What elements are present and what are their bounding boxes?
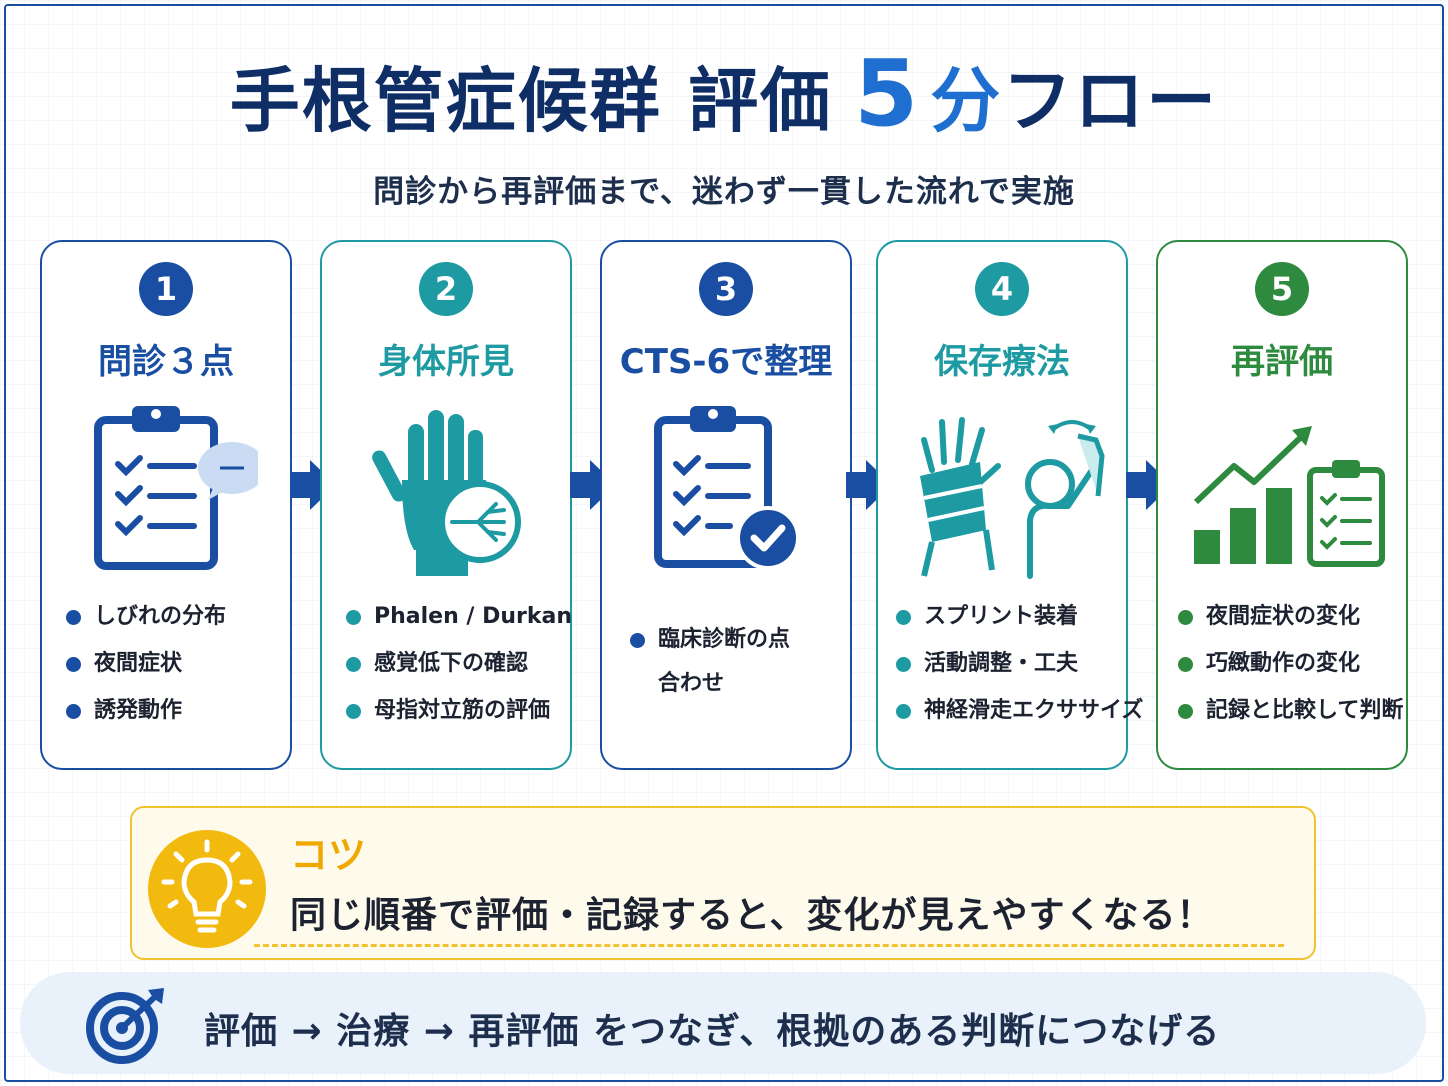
bullet-dot (896, 657, 911, 672)
title-tail: フロー (1002, 60, 1219, 142)
step-card-3: 3 CTS-6で整理 臨床診断の点合わせ (600, 240, 852, 770)
step-number-badge: 2 (419, 262, 473, 316)
summary-text: 評価 → 治療 → 再評価 をつなぎ、根拠のある判断につなげる (204, 1011, 1221, 1052)
title-main: 手根管症候群 評価 (229, 60, 833, 142)
bullet-item: 活動調整・工夫 (896, 649, 1143, 696)
bullet-item: スプリント装着 (896, 602, 1143, 649)
step-card-5: 5 再評価 夜間症状の変化 巧緻動作の変化 記録と比較して判断 (1156, 240, 1408, 770)
bullet-dot (896, 704, 911, 719)
bullet-item: 母指対立筋の評価 (346, 696, 572, 743)
bullet-item: 神経滑走エクササイズ (896, 696, 1143, 743)
bullet-item: しびれの分布 (66, 602, 226, 649)
tip-box: コツ 同じ順番で評価・記録すると、変化が見えやすくなる！ (130, 806, 1316, 960)
bullet-dot (66, 704, 81, 719)
step-bullet-list: Phalen / Durkan 感覚低下の確認 母指対立筋の評価 (346, 602, 572, 743)
bullet-item: 巧緻動作の変化 (1178, 649, 1403, 696)
bullet-dot (1178, 657, 1193, 672)
step-card-2: 2 身体所見 Phalen / Durkan 感覚低下の (320, 240, 572, 770)
summary-banner: 評価 → 治療 → 再評価 をつなぎ、根拠のある判断につなげる (20, 972, 1426, 1074)
clipboard-check-icon (638, 400, 818, 580)
flow-arrow-icon (570, 460, 616, 510)
step-card-4: 4 保存療法 スプリント装着 活動調整・工夫 神経滑走エクササイズ (876, 240, 1143, 770)
flow-arrow-icon (846, 460, 892, 510)
target-icon (86, 986, 170, 1064)
hand-nerve-icon (358, 400, 538, 580)
flow-arrow-icon (1126, 460, 1172, 510)
bullet-dot (346, 610, 361, 625)
step-title: 再評価 (1231, 342, 1333, 382)
step-title: 保存療法 (934, 342, 1070, 382)
step-title: CTS-6で整理 (619, 342, 833, 382)
bullet-dot (896, 610, 911, 625)
growth-chart-icon (1188, 400, 1388, 580)
step-number-badge: 5 (1255, 262, 1309, 316)
step-card-1: 1 問診３点 しびれの分布 夜間症状 誘発動作 (40, 240, 292, 770)
bullet-dot (66, 610, 81, 625)
bullet-item: Phalen / Durkan (346, 602, 572, 649)
bullet-dot (630, 633, 645, 648)
bullet-dot (346, 657, 361, 672)
tip-text: 同じ順番で評価・記録すると、変化が見えやすくなる！ (290, 895, 1214, 936)
flow-arrow-icon (290, 460, 336, 510)
step-bullet-list: しびれの分布 夜間症状 誘発動作 (66, 602, 226, 743)
bullet-dot (346, 704, 361, 719)
bullet-item: 感覚低下の確認 (346, 649, 572, 696)
title-unit: 分 (930, 60, 1003, 142)
step-bullet-list: 夜間症状の変化 巧緻動作の変化 記録と比較して判断 (1178, 602, 1403, 743)
page-subtitle: 問診から再評価まで、迷わず一貫した流れで実施 (373, 174, 1075, 210)
step-number-badge: 3 (699, 262, 753, 316)
step-bullet-list: スプリント装着 活動調整・工夫 神経滑走エクササイズ (896, 602, 1143, 743)
title-number: 5 (854, 40, 921, 147)
bullet-item: 夜間症状の変化 (1178, 602, 1403, 649)
page-frame (4, 4, 1444, 1082)
bullet-dot (1178, 610, 1193, 625)
step-title: 身体所見 (378, 342, 514, 382)
bullet-dot (66, 657, 81, 672)
bullet-item: 記録と比較して判断 (1178, 696, 1403, 743)
step-number-badge: 4 (975, 262, 1029, 316)
bullet-item: 誘発動作 (66, 696, 226, 743)
tip-label: コツ (290, 833, 367, 877)
lightbulb-icon (148, 830, 266, 948)
step-number-badge: 1 (139, 262, 193, 316)
clipboard-chat-icon (78, 400, 266, 580)
bullet-item: 臨床診断の点合わせ (630, 618, 808, 706)
step-bullet-list: 臨床診断の点合わせ (630, 618, 808, 706)
bullet-dot (1178, 704, 1193, 719)
tip-divider (254, 944, 1284, 947)
bullet-item: 夜間症状 (66, 649, 226, 696)
splint-stretch-icon (902, 400, 1106, 580)
step-title: 問診３点 (98, 342, 234, 382)
